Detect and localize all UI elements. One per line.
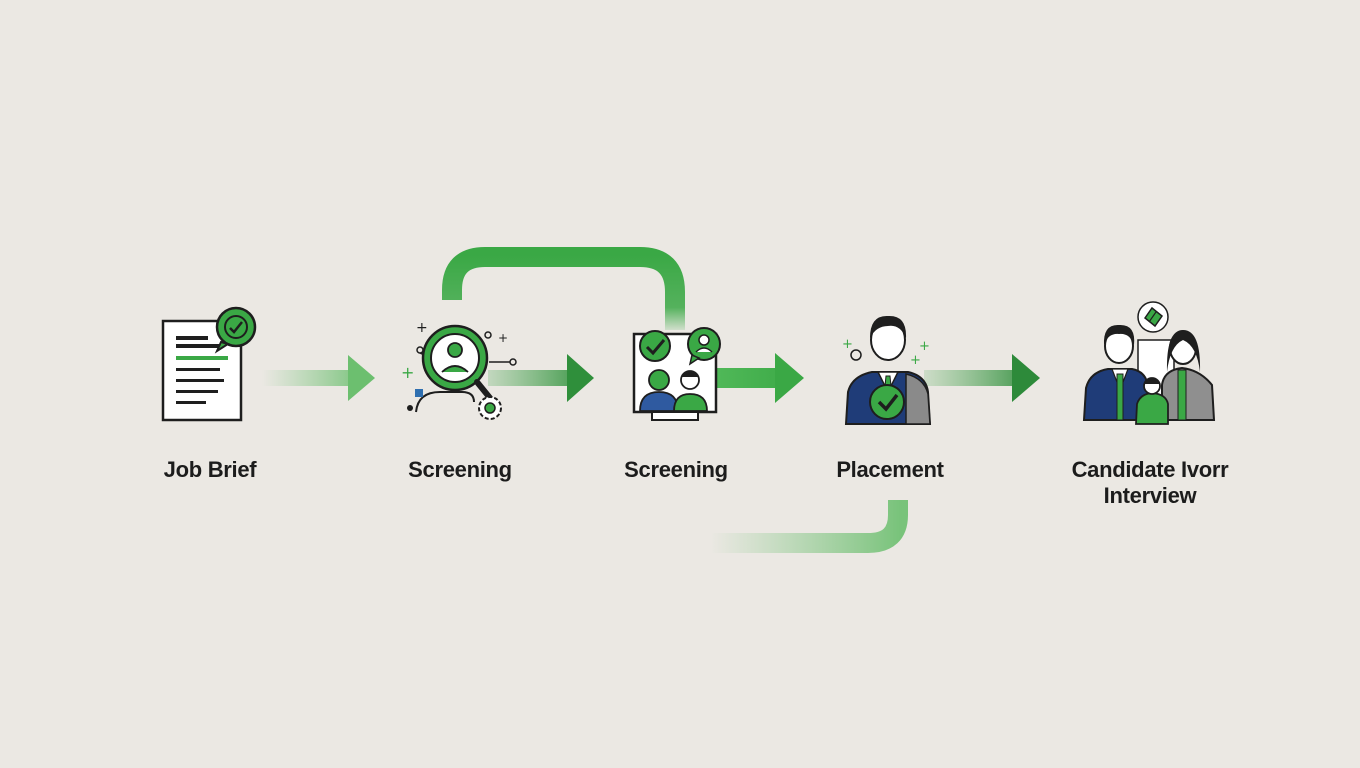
svg-text:+: +: [401, 363, 414, 382]
arrow-2: [488, 354, 594, 402]
step-label-placement: Placement: [836, 457, 944, 482]
businessman-check-icon: + + +: [842, 315, 932, 425]
arrow-1: [262, 355, 375, 401]
step-label-job-brief: Job Brief: [163, 457, 257, 482]
svg-text:+: +: [919, 339, 930, 354]
step-label-line2: Interview: [1103, 483, 1197, 508]
video-interview-icon: [632, 327, 721, 421]
step-label-screening-1: Screening: [408, 457, 512, 482]
svg-text:+: +: [498, 331, 508, 345]
svg-text:+: +: [416, 320, 428, 336]
team-handshake-icon: [1082, 301, 1216, 425]
step-label-candidate-interview: Candidate Ivorr Interview: [1040, 457, 1260, 509]
arrow-3: [715, 353, 804, 403]
arrow-4: [924, 354, 1040, 402]
step-label-line1: Candidate Ivorr: [1071, 457, 1229, 482]
svg-text:+: +: [910, 353, 921, 368]
search-profile-gear-icon: + + +: [401, 320, 517, 420]
loop-connector-top: [442, 247, 685, 330]
step-label-screening-2: Screening: [624, 457, 728, 482]
loop-connector-bottom: [712, 500, 908, 553]
document-check-icon: [161, 306, 257, 422]
svg-text:+: +: [842, 337, 853, 352]
